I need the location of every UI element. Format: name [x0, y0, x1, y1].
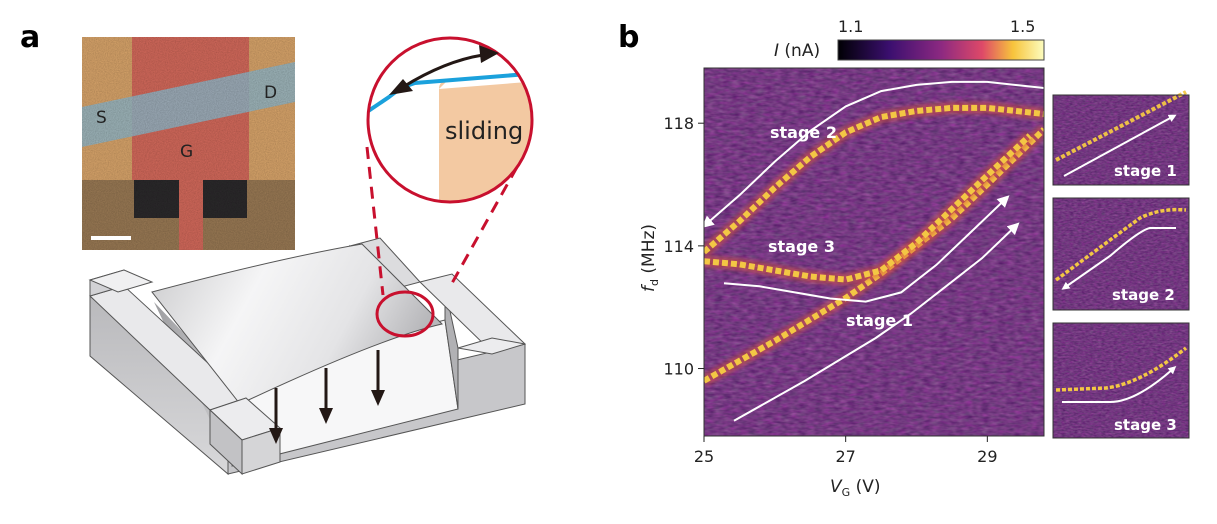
y-tick-label: 118 — [663, 114, 694, 133]
inset-2-trace — [1054, 207, 1187, 282]
right-trench — [203, 180, 247, 218]
source-label: S — [96, 108, 107, 128]
x-axis-symbol: V — [830, 477, 843, 497]
inset-2-label: stage 2 — [1112, 286, 1175, 304]
drain-label: D — [264, 83, 277, 103]
graphene-flake — [82, 62, 295, 147]
clamp-highlight-circle — [375, 290, 435, 338]
svg-text:fd (MHz): fd (MHz) — [640, 224, 661, 292]
left-post-top — [88, 269, 154, 293]
inset-3-trace — [1055, 346, 1188, 392]
svg-text:VG (V): VG (V) — [830, 477, 880, 499]
x-tick-label: 27 — [835, 447, 855, 466]
svg-text:I (nA): I (nA) — [774, 41, 820, 61]
front-right-block-side — [241, 427, 281, 475]
stage-insets: stage 1 stage 2 stage 3 — [1052, 90, 1190, 439]
sliding-double-arrow — [389, 45, 499, 95]
panel-b-label: b — [618, 20, 640, 55]
colorbar-symbol: I — [774, 41, 779, 61]
colorbar-unit: (nA) — [779, 41, 820, 61]
stage-2-arrow — [701, 80, 1045, 228]
y-axis-symbol: f — [640, 283, 659, 292]
sliding-pad — [439, 79, 532, 202]
x-tick-label: 29 — [977, 447, 997, 466]
left-trench — [134, 180, 179, 218]
inset-stage-1: stage 1 — [1052, 90, 1190, 186]
panel-a-label: a — [20, 20, 41, 55]
inset-stage-2: stage 2 — [1052, 197, 1190, 311]
y-axis-subscript: d — [648, 279, 661, 286]
colorbar-max-label: 1.5 — [1010, 17, 1035, 36]
y-tick-label: 114 — [663, 237, 694, 256]
device-micrograph: S D G — [82, 37, 295, 250]
heatmap-frame — [703, 67, 1045, 437]
callout-circle — [366, 36, 534, 204]
x-axis-subscript: G — [842, 486, 851, 499]
colorbar-min-label: 1.1 — [838, 17, 863, 36]
inset-stage-3: stage 3 — [1052, 322, 1190, 439]
stage-2-label: stage 2 — [770, 123, 837, 142]
suspended-graphene-sheet — [151, 243, 443, 405]
x-tick-label: 25 — [694, 447, 714, 466]
stage-3-arrow — [723, 195, 1010, 303]
sliding-label: sliding — [445, 117, 523, 145]
gate-stem — [179, 177, 203, 250]
inset-3-label: stage 3 — [1114, 416, 1177, 434]
y-tick-label: 110 — [663, 360, 694, 379]
stage-3-label: stage 3 — [768, 237, 835, 256]
stage-1-arrow — [733, 222, 1020, 422]
scale-bar — [91, 236, 131, 240]
resonance-trace-3 — [704, 133, 1032, 283]
y-axis-unit: (MHz) — [640, 224, 659, 279]
inset-1-trace — [1055, 90, 1187, 162]
colorbar: 1.1 1.5 I (nA) — [774, 17, 1045, 61]
sliding-callout: sliding — [365, 36, 534, 296]
gate-label: G — [180, 142, 193, 162]
inset-1-label: stage 1 — [1114, 162, 1177, 180]
colorbar-gradient — [837, 39, 1045, 61]
device-schematic — [88, 237, 527, 476]
rear-right-block-top — [457, 337, 526, 355]
force-arrows — [269, 350, 385, 444]
x-axis-unit: (V) — [850, 477, 880, 497]
trace-glow-2 — [704, 101, 1044, 257]
stage-1-label: stage 1 — [846, 311, 913, 330]
